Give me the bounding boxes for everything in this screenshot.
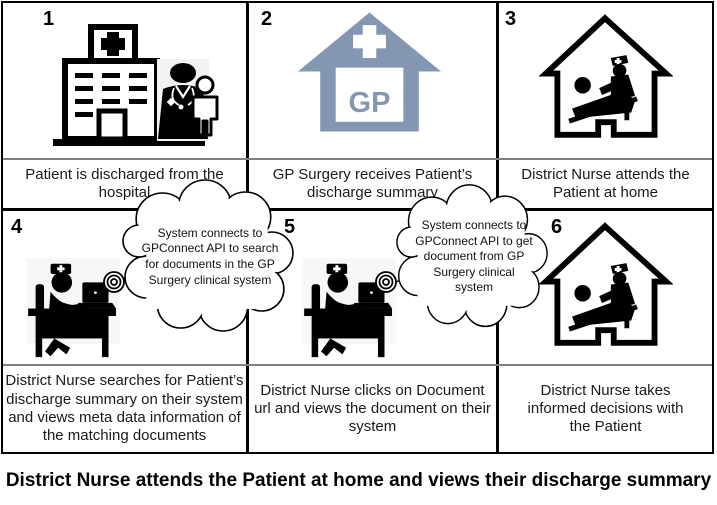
row-divider-line [3,208,712,211]
panel-1-caption: Patient is discharged from the hospital [25,165,224,201]
diagram-title: District Nurse attends the Patient at ho… [5,469,712,491]
panel-1-number: 1 [43,8,55,30]
panel-4-icon-cell: 4 [3,211,246,364]
panel-2-caption-cell: GP Surgery receives Patient’s discharge … [249,160,496,208]
panel-3-number: 3 [505,8,517,30]
panel-2-number: 2 [261,8,273,30]
panel-5-icon-cell: 5 [249,211,496,364]
thought-bubble-get-document: System connects to GPConnect API to get … [396,184,548,332]
panel-3-icon-cell: 3 [499,3,712,158]
home-visit-icon [537,219,674,356]
panel-3-caption-cell: District Nurse attends the Patient at ho… [499,160,712,208]
panel-1-caption-cell: Patient is discharged from the hospital [3,160,246,208]
gp-label: GP [349,87,391,119]
thought-bubble-search-text: System connects to GPConnect API to sear… [141,225,279,287]
thought-bubble-search: System connects to GPConnect API to sear… [122,179,294,337]
panel-5-caption-cell: District Nurse clicks on Document url an… [249,366,496,452]
panel-4-number: 4 [11,216,23,238]
nurse-at-computer-icon [293,245,405,364]
panel-2-icon-cell: 2 GP [249,3,496,158]
panel-6-icon-cell: 6 [499,211,712,364]
panel-4-caption-cell: District Nurse searches for Patient’s di… [3,366,246,452]
panel-6-caption-cell: District Nurse takes informed decisions … [499,366,712,452]
panel-5-number: 5 [284,216,296,238]
caption-separator-row2 [3,364,712,366]
panel-2-caption: GP Surgery receives Patient’s discharge … [272,165,473,201]
gp-surgery-icon: GP [297,11,442,138]
caption-separator-row1 [3,158,712,160]
storyboard-grid: 1 [1,1,714,454]
cloud-shape [396,184,548,328]
panel-1-icon-cell: 1 [3,3,246,158]
panel-4-caption: District Nurse searches for Patient’s di… [5,372,244,445]
panel-5-caption: District Nurse clicks on Document url an… [254,381,491,436]
nurse-at-computer-icon [17,245,129,364]
thought-bubble-get-document-text: System connects to GPConnect API to get … [415,218,533,295]
hospital-discharge-icon [45,15,220,155]
home-visit-icon [537,11,674,148]
panel-3-caption: District Nurse attends the Patient at ho… [521,165,690,201]
cloud-shape [122,179,294,332]
panel-6-number: 6 [551,216,563,238]
panel-6-caption: District Nurse takes informed decisions … [527,381,684,436]
thought-connector-spiral [103,271,132,293]
